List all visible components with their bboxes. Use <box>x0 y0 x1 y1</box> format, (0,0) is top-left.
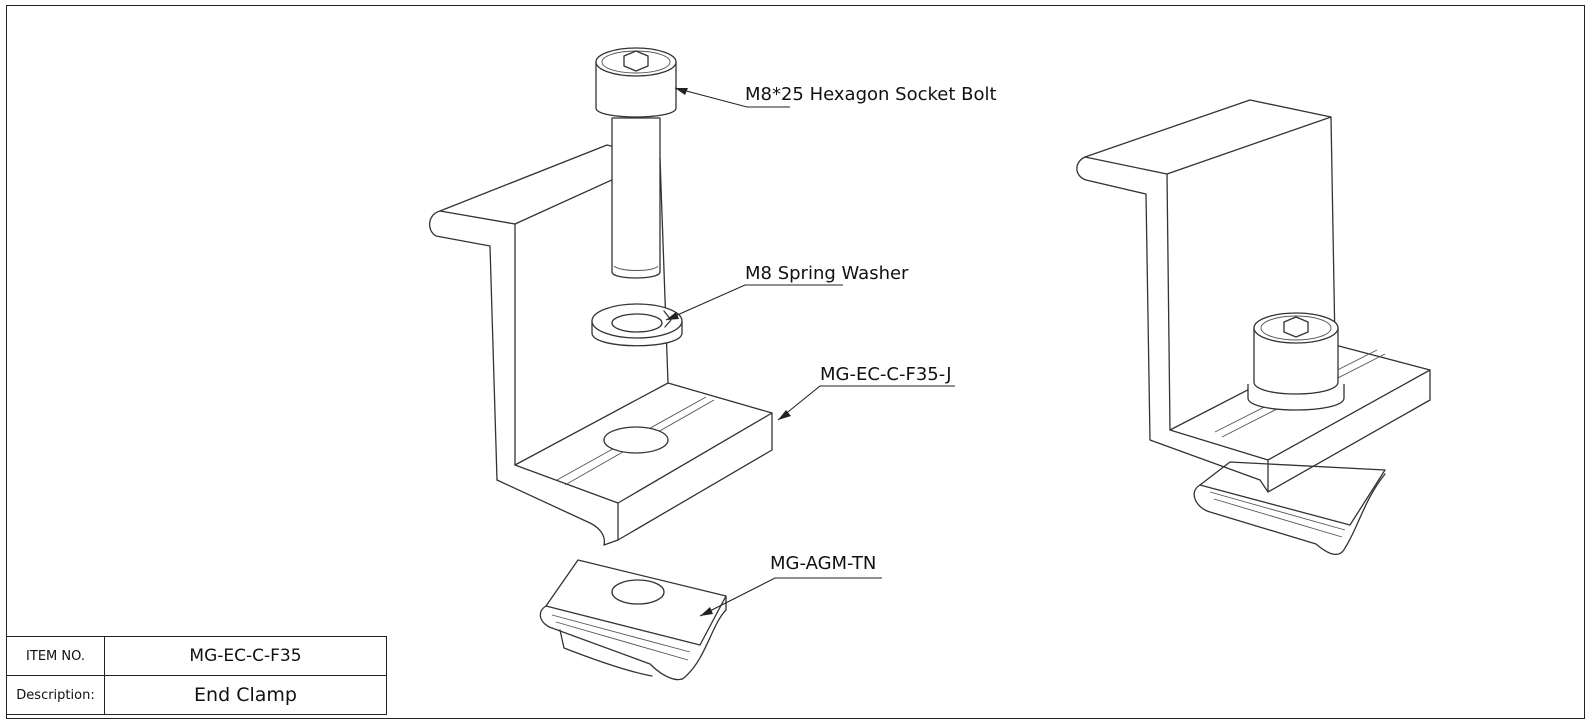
callout-clamp-label: MG-EC-C-F35-J <box>820 364 952 385</box>
item-no-label: ITEM NO. <box>6 636 105 676</box>
clamp-body-assembled <box>1076 99 1431 493</box>
title-block-row-description: Description: End Clamp <box>6 675 387 715</box>
callout-tnut-label: MG-AGM-TN <box>770 553 876 574</box>
t-nut-exploded <box>539 559 727 681</box>
t-nut-assembled <box>1193 461 1386 555</box>
drawing-frame <box>6 5 1585 719</box>
bolt-head-assembled <box>1247 312 1345 411</box>
assembled-end-clamp <box>1076 99 1431 555</box>
callout-tnut: MG-AGM-TN <box>699 553 882 617</box>
title-block: ITEM NO. MG-EC-C-F35 Description: End Cl… <box>6 636 387 715</box>
title-block-row-item: ITEM NO. MG-EC-C-F35 <box>6 636 387 676</box>
clamp-body-exploded <box>429 144 773 546</box>
item-no-value: MG-EC-C-F35 <box>104 636 387 676</box>
hex-socket-bolt <box>595 47 677 279</box>
description-label: Description: <box>6 675 105 715</box>
callout-bolt: M8*25 Hexagon Socket Bolt <box>674 84 997 108</box>
callout-washer-label: M8 Spring Washer <box>745 263 909 284</box>
exploded-end-clamp <box>429 47 773 681</box>
callout-washer: M8 Spring Washer <box>665 263 909 321</box>
description-value: End Clamp <box>104 675 387 715</box>
callout-clamp: MG-EC-C-F35-J <box>777 364 955 421</box>
spring-washer <box>591 303 683 347</box>
callout-bolt-label: M8*25 Hexagon Socket Bolt <box>745 84 997 105</box>
